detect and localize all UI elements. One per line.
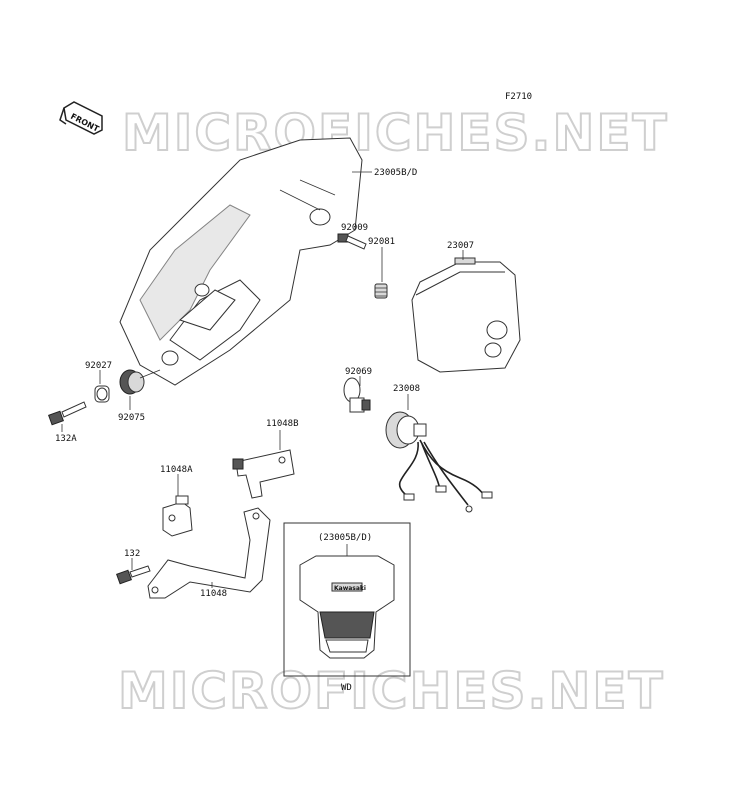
bracket-11048a	[162, 495, 193, 537]
collar-92027	[94, 385, 110, 403]
label-11048: 11048	[200, 589, 227, 599]
inset-box: (23005B/D) Kawasaki	[283, 522, 411, 677]
spring-92081	[374, 283, 388, 299]
label-132a: 132A	[55, 434, 77, 444]
headlight-cover	[119, 137, 363, 386]
watermark-bottom: MICROFICHES.NET	[118, 662, 665, 720]
label-23005bd: 23005B/D	[374, 168, 417, 178]
front-arrow-icon: FRONT	[59, 101, 103, 135]
watermark-top: MICROFICHES.NET	[122, 104, 669, 162]
stay-bracket-11048	[147, 507, 271, 599]
label-92081: 92081	[368, 237, 395, 247]
bolt-132	[116, 565, 151, 585]
grommet-92075	[119, 369, 145, 395]
label-92075: 92075	[118, 413, 145, 423]
inset-title: (23005B/D)	[318, 533, 372, 543]
bolt-132a	[48, 401, 87, 426]
bulb-92069	[343, 377, 371, 413]
label-23008: 23008	[393, 384, 420, 394]
inset-caption: WD	[341, 683, 352, 693]
bracket-11048b	[232, 449, 295, 499]
label-11048b: 11048B	[266, 419, 299, 429]
label-92069: 92069	[345, 367, 372, 377]
label-132: 132	[124, 549, 140, 559]
label-92027: 92027	[85, 361, 112, 371]
headlight-unit	[411, 257, 521, 373]
figure-code: F2710	[505, 92, 532, 102]
bolt-92009	[337, 233, 367, 250]
label-23007: 23007	[447, 241, 474, 251]
socket-23008	[385, 411, 493, 513]
label-11048a: 11048A	[160, 465, 193, 475]
inset-brand-logo: Kawasaki	[334, 585, 366, 592]
label-92009: 92009	[341, 223, 368, 233]
